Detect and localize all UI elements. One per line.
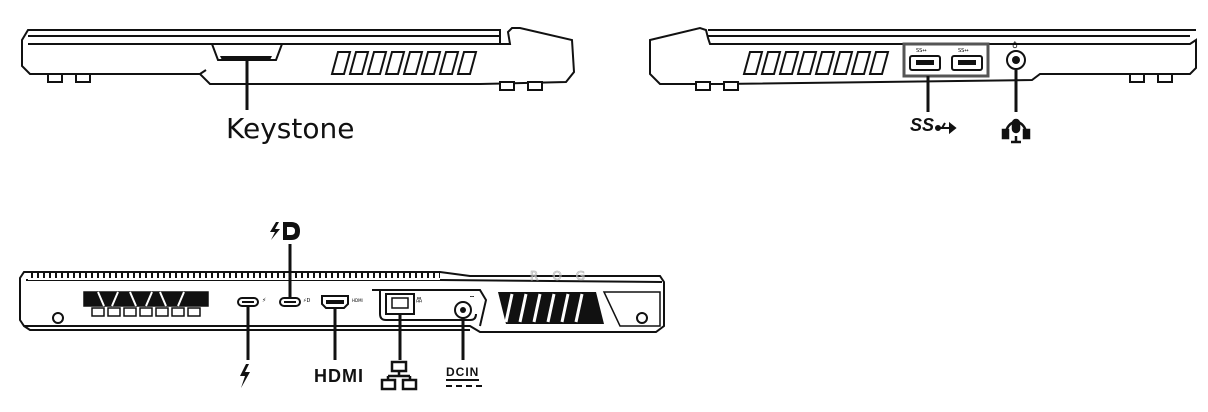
rear-right-grille xyxy=(498,292,604,324)
usb-port-group: SS↔ SS↔ xyxy=(902,42,990,78)
svg-text:⚡D: ⚡D xyxy=(303,298,311,304)
svg-text:SS↔: SS↔ xyxy=(916,48,927,54)
displayport-power-delivery-icon xyxy=(270,222,300,240)
ethernet-lan-icon xyxy=(380,360,418,391)
svg-text:HDMI: HDMI xyxy=(352,298,363,303)
superspeed-label: SS xyxy=(910,115,935,135)
svg-text:品: 品 xyxy=(416,297,422,304)
hdmi-label: HDMI xyxy=(314,366,364,386)
svg-text:♁: ♁ xyxy=(1012,41,1018,50)
dc-input-icon: DCIN xyxy=(446,365,480,381)
audio-jack: ♁ xyxy=(1006,41,1026,70)
usb-superspeed-icon xyxy=(935,121,957,135)
ethernet-port: 品 xyxy=(372,289,488,327)
svg-text:⎓: ⎓ xyxy=(470,294,474,300)
vent-grille-right xyxy=(742,51,890,75)
svg-text:⚡: ⚡ xyxy=(262,297,266,304)
rear-left-screw xyxy=(52,312,64,324)
thunderbolt-icon xyxy=(240,364,250,388)
rear-left-grille xyxy=(83,291,209,317)
headset-combo-jack-icon xyxy=(1001,118,1031,144)
rog-faint-logo: ROG xyxy=(530,269,599,283)
hdmi-port: HDMI xyxy=(321,295,363,309)
keystone-slot xyxy=(210,43,284,61)
dcin-dashed-line xyxy=(446,385,482,387)
vent-grille-left xyxy=(330,51,478,75)
left-side-view xyxy=(21,27,576,91)
usb-c-dp-port: ⚡D xyxy=(279,297,311,307)
svg-text:SS↔: SS↔ xyxy=(958,48,969,54)
keystone-label: Keystone xyxy=(226,112,355,145)
rear-top-vent xyxy=(28,273,440,280)
rear-right-screw xyxy=(636,312,648,324)
